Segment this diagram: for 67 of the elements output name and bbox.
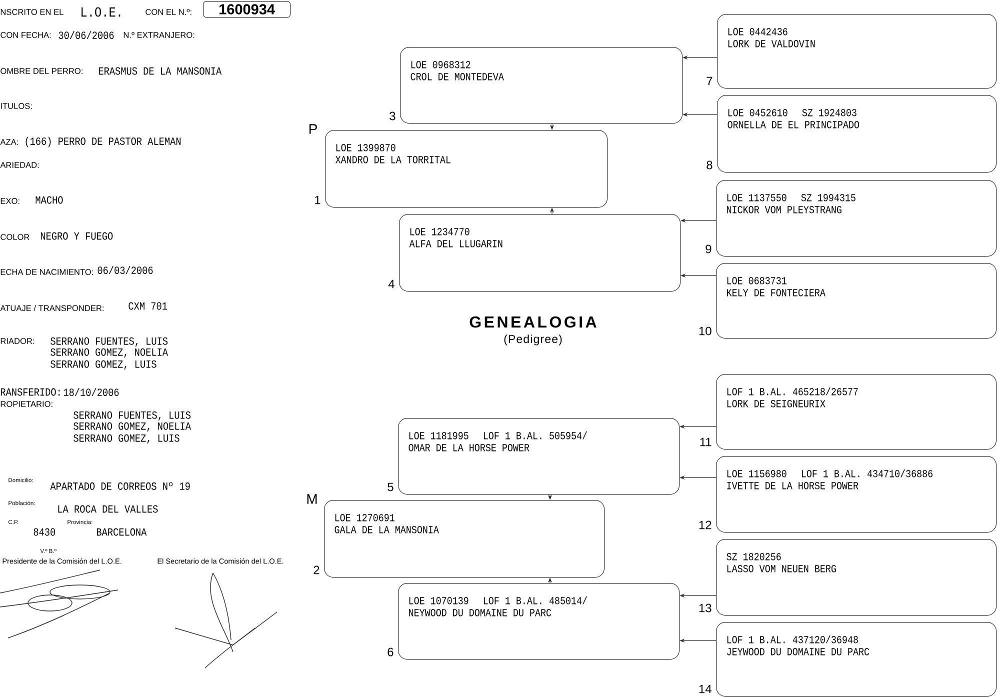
- parent-letter: M: [307, 494, 317, 504]
- box-number: 10: [699, 326, 712, 336]
- pedigree-box: LOE 1270691 GALA DE LA MANSONIA: [324, 500, 605, 578]
- field-value: APARTADO DE CORREOS Nº 19: [50, 482, 190, 490]
- field-label: ECHA DE NACIMIENTO:: [0, 269, 93, 275]
- box-number: 2: [314, 566, 320, 574]
- field-value: BARCELONA: [96, 528, 147, 536]
- field-value: ERASMUS DE LA MANSONIA: [98, 67, 222, 75]
- field-label: RIADOR:: [0, 338, 34, 344]
- pedigree-box: LOE 1181995 LOF 1 B.AL. 505954/ OMAR DE LA HORSE POWER: [398, 418, 680, 495]
- heading: GENEALOGIA: [470, 316, 596, 328]
- field-value: 30/06/2006: [58, 30, 114, 40]
- pedigree-box: LOF 1 B.AL. 437120/36948 JEYWOOD DU DOMAINE DU PARC: [716, 622, 997, 697]
- field-label: AZA:: [0, 139, 18, 145]
- subheading: (Pedigree): [504, 334, 562, 346]
- pedigree-box: LOE 1137550 SZ 1994315 NICKOR VOM PLEYSTRANG: [716, 180, 997, 257]
- field-label: CON FECHA:: [0, 32, 51, 38]
- field-label: N.º EXTRANJERO:: [124, 32, 194, 38]
- field-value: LA ROCA DEL VALLES: [58, 505, 158, 513]
- field-value: SERRANO FUENTES, LUIS: [50, 337, 168, 347]
- field-label: CON EL N.º:: [146, 9, 192, 15]
- field-value: CXM 701: [128, 302, 168, 310]
- field-value: 06/03/2006: [98, 266, 153, 274]
- pedigree-box: LOE 1156980 LOF 1 B.AL. 434710/36886 IVETTE DE LA HORSE POWER: [716, 456, 997, 533]
- box-number: 14: [699, 684, 712, 694]
- box-number: 8: [706, 160, 712, 170]
- box-number: 4: [388, 280, 394, 288]
- field-value: NEGRO Y FUEGO: [40, 232, 113, 240]
- field-value: (166) PERRO DE PASTOR ALEMAN: [26, 136, 181, 148]
- field-label: OMBRE DEL PERRO:: [0, 68, 82, 74]
- field-label: RANSFERIDO:: [0, 388, 60, 396]
- field-value: MACHO: [36, 196, 63, 204]
- field-value: SERRANO GOMEZ, LUIS: [50, 360, 156, 370]
- box-number: 5: [388, 482, 394, 492]
- pedigree-box: LOE 0452610 SZ 1924803 ORNELLA DE EL PRINCIPADO: [717, 95, 997, 173]
- pedigree-box: LOE 0683731 KELY DE FONTECIERA: [716, 263, 997, 339]
- pedigree-box: LOE 1070139 LOF 1 B.AL. 485014/ NEYWOOD DU DOMAINE DU PARC: [398, 583, 680, 660]
- pedigree-box: LOE 0442436 LORK DE VALDOVIN: [717, 14, 997, 89]
- pedigree-box: LOE 1234770 ALFA DEL LLUGARIN: [399, 214, 681, 292]
- field-value: L.O.E.: [82, 7, 120, 17]
- field-value: SERRANO GOMEZ, LUIS: [74, 434, 180, 444]
- box-number: 3: [390, 112, 396, 120]
- field-label: ITULOS:: [0, 103, 32, 109]
- field-value: 8430: [34, 528, 56, 536]
- field-label: ARIEDAD:: [0, 162, 39, 168]
- field-value: SERRANO GOMEZ, NOELIA: [50, 348, 168, 358]
- box-number: 1: [315, 196, 320, 204]
- field-value: SERRANO GOMEZ, NOELIA: [74, 422, 191, 432]
- box-number: 13: [699, 604, 712, 612]
- field-value: 18/10/2006: [64, 388, 119, 396]
- number-box: 1600934: [203, 1, 291, 18]
- box-number: 7: [706, 76, 712, 86]
- field-label: NSCRITO EN EL: [0, 9, 64, 15]
- field-label: EXO:: [0, 198, 20, 204]
- field-label: COLOR: [0, 234, 30, 240]
- field-value: SERRANO FUENTES, LUIS: [74, 411, 191, 421]
- box-number: 11: [700, 438, 712, 446]
- box-number: 9: [706, 244, 712, 254]
- parent-letter: P: [309, 124, 317, 134]
- pedigree-box: LOE 0968312 CROL DE MONTEDEVA: [400, 47, 683, 124]
- box-number: 6: [388, 648, 394, 656]
- pedigree-box: LOE 1399870 XANDRO DE LA TORRITAL: [325, 130, 608, 208]
- pedigree-box: LOF 1 B.AL. 465218/26577 LORK DE SEIGNEURIX: [716, 374, 997, 450]
- field-label: ROPIETARIO:: [0, 401, 52, 407]
- box-number: 12: [699, 520, 712, 530]
- pedigree-box: SZ 1820256 LASSO VOM NEUEN BERG: [716, 539, 997, 616]
- field-label: ATUAJE / TRANSPONDER:: [0, 304, 104, 312]
